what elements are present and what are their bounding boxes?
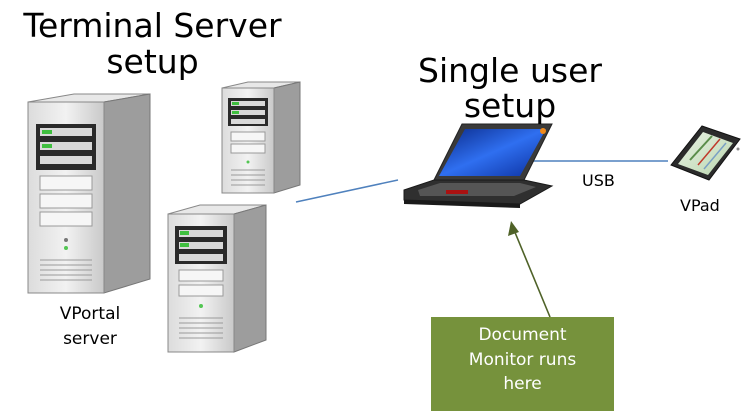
vportal-server-tower-icon <box>27 93 151 294</box>
terminal-server-tower-icon <box>221 81 301 194</box>
vportal-server-label: VPortal server <box>59 304 121 349</box>
connector-server-to-laptop <box>295 179 399 203</box>
usb-label: USB <box>582 171 615 190</box>
callout-arrow-head <box>508 221 519 236</box>
terminal-server-tower-2-icon <box>167 204 267 353</box>
vpad-label: VPad <box>680 196 720 215</box>
vpad-tablet-icon <box>670 125 741 181</box>
callout-arrow-line <box>513 229 551 318</box>
laptop-icon <box>403 123 554 208</box>
terminal-server-setup-title: Terminal Server setup <box>23 6 282 82</box>
single-user-setup-title: Single user setup <box>418 51 602 125</box>
document-monitor-callout: Document Monitor runs here <box>431 317 614 411</box>
